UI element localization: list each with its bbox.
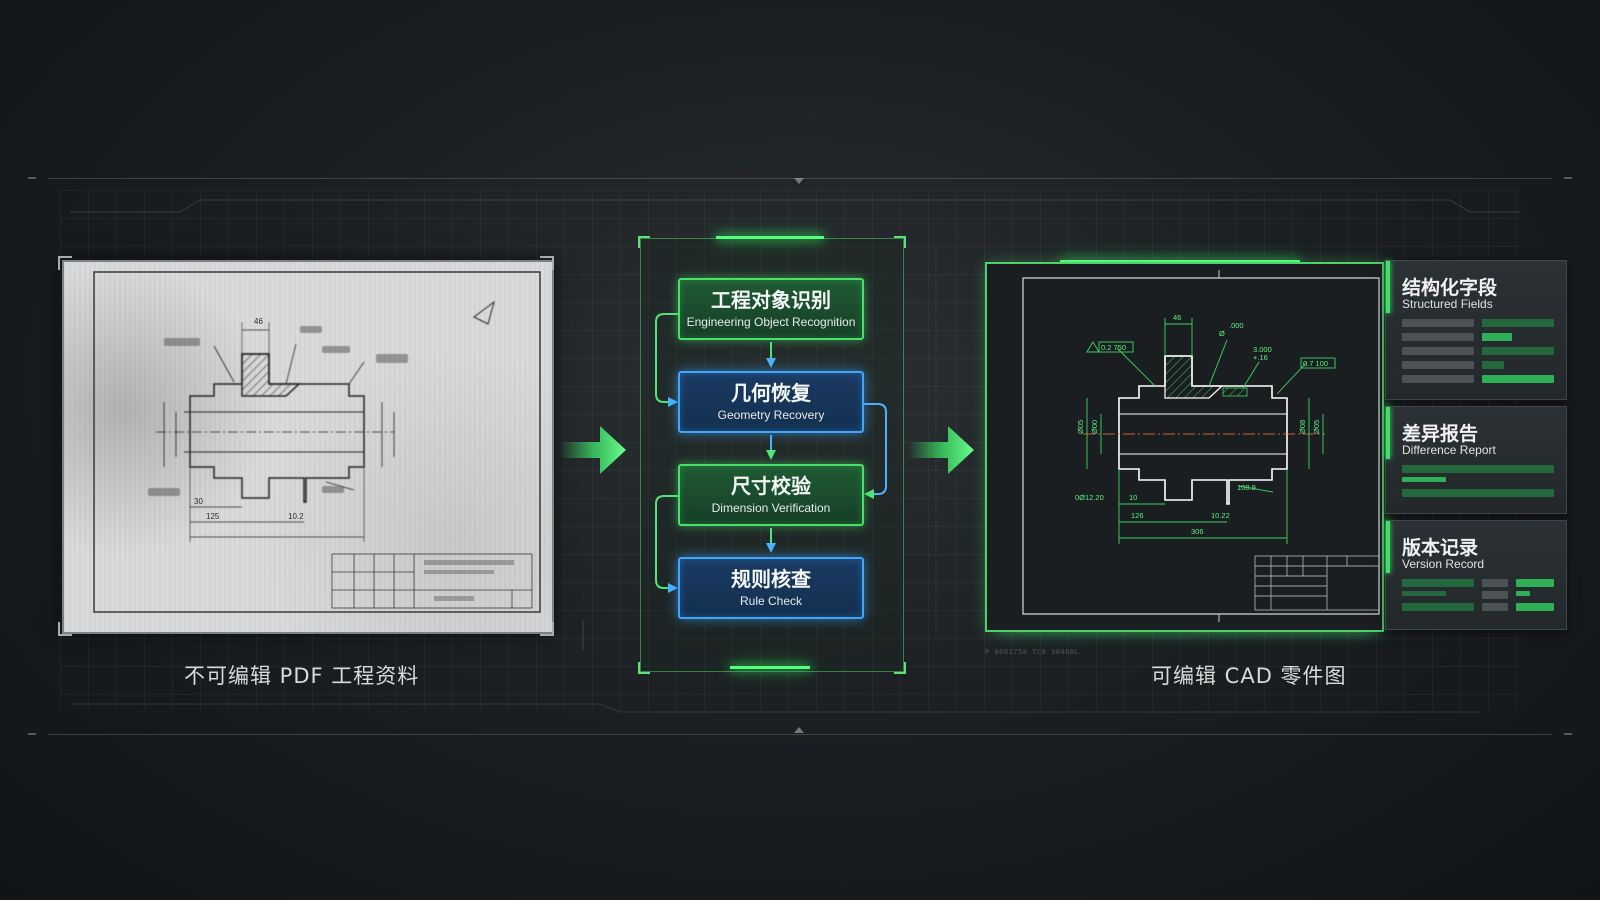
- record-bar: [1482, 579, 1508, 587]
- pdf-dim-label: 30: [194, 497, 203, 506]
- cad-dim-label: 126: [1131, 511, 1144, 520]
- cad-dim-label: 100.9: [1237, 483, 1256, 492]
- field-bar: [1482, 319, 1554, 327]
- step-subtitle: Engineering Object Recognition: [686, 315, 856, 329]
- card-accent: [1386, 261, 1390, 313]
- cad-dim-label: Ø05: [1312, 420, 1321, 434]
- field-bar: [1402, 319, 1474, 327]
- report-bar: [1402, 465, 1554, 473]
- cad-dim-label: Ø00: [1090, 420, 1099, 434]
- panel-corner: [58, 256, 72, 270]
- step-title: 规则核查: [731, 567, 811, 591]
- frame-corner: [894, 236, 906, 248]
- card-subtitle: Difference Report: [1402, 443, 1496, 457]
- cad-dim-label: +.16: [1253, 353, 1268, 362]
- step-geometry-recovery[interactable]: 几何恢复 Geometry Recovery: [678, 371, 864, 433]
- panel-corner: [58, 622, 72, 636]
- cad-dim-label: Ø08: [1298, 420, 1307, 434]
- field-bar: [1402, 375, 1474, 383]
- field-bar: [1402, 347, 1474, 355]
- source-caption: 不可编辑 PDF 工程资料: [184, 664, 420, 688]
- cad-dim-label: 46: [1173, 313, 1181, 322]
- record-bar: [1516, 591, 1530, 596]
- cad-code: P 0001758 TC0 3046BL: [985, 648, 1080, 656]
- bottom-frame-line: [48, 734, 1552, 735]
- frame-marker-up: [794, 727, 804, 733]
- cad-dim-label: Ø05: [1076, 420, 1085, 434]
- pdf-dim-label: 46: [254, 317, 263, 326]
- pdf-dim-label: 10.2: [288, 512, 304, 521]
- pipeline-glow-bottom: [730, 666, 810, 669]
- report-bar: [1402, 477, 1446, 482]
- step-title: 几何恢复: [731, 381, 811, 405]
- card-title: 版本记录: [1402, 537, 1479, 559]
- cad-dim-label: 0.7 100: [1303, 359, 1328, 368]
- cad-dim-label: 0.2 750: [1101, 343, 1126, 352]
- cad-drawing: 46 Ø .000 0.2 750 0.7 100 3.000 +.16 100…: [1022, 270, 1380, 622]
- frame-tick: [28, 733, 36, 735]
- cad-dim-label: .000: [1229, 321, 1244, 330]
- frame-marker-down: [794, 178, 804, 184]
- step-rule-check[interactable]: 规则核查 Rule Check: [678, 557, 864, 619]
- record-bar: [1516, 603, 1554, 611]
- frame-tick: [1564, 177, 1572, 179]
- cad-dim-label: 0Ø12.20: [1075, 493, 1104, 502]
- result-caption: 可编辑 CAD 零件图: [1151, 664, 1347, 688]
- field-bar: [1402, 333, 1474, 341]
- cad-dim-label: 10: [1129, 493, 1137, 502]
- arrow-right-icon: [560, 426, 626, 474]
- scanned-drawing: 46 30 125 10.2: [93, 271, 541, 613]
- card-title: 结构化字段: [1402, 277, 1498, 299]
- card-accent: [1386, 407, 1390, 459]
- card-title: 差异报告: [1402, 423, 1479, 445]
- frame-tick: [28, 177, 36, 179]
- record-bar: [1402, 579, 1474, 587]
- cad-dim-label: 306: [1191, 527, 1204, 536]
- step-subtitle: Dimension Verification: [711, 501, 831, 515]
- step-subtitle: Geometry Recovery: [717, 408, 825, 422]
- field-bar: [1482, 361, 1504, 369]
- field-bar: [1482, 347, 1554, 355]
- output-version-record[interactable]: 版本记录 Version Record: [1385, 520, 1567, 630]
- pdf-drawing-panel: 46 30 125 10.2: [62, 260, 554, 634]
- card-accent: [1386, 521, 1390, 573]
- pdf-dim-label: 125: [206, 512, 220, 521]
- frame-tick: [1564, 733, 1572, 735]
- panel-corner: [540, 256, 554, 270]
- cad-dim-label: 10.22: [1211, 511, 1230, 520]
- output-structured-fields[interactable]: 结构化字段 Structured Fields: [1385, 260, 1567, 400]
- cad-drawing-panel: 46 Ø .000 0.2 750 0.7 100 3.000 +.16 100…: [985, 262, 1384, 632]
- cad-glow-top: [1060, 260, 1300, 262]
- step-dimension-verification[interactable]: 尺寸校验 Dimension Verification: [678, 464, 864, 526]
- cad-dim-label: Ø: [1219, 329, 1225, 338]
- frame-corner: [638, 236, 650, 248]
- card-subtitle: Structured Fields: [1402, 297, 1493, 311]
- field-bar: [1402, 361, 1474, 369]
- record-bar: [1482, 591, 1508, 599]
- arrow-right-icon: [908, 426, 974, 474]
- field-bar: [1482, 375, 1554, 383]
- step-title: 工程对象识别: [711, 288, 831, 312]
- record-bar: [1402, 591, 1446, 596]
- pipeline-glow-top: [716, 236, 824, 239]
- record-bar: [1482, 603, 1508, 611]
- output-difference-report[interactable]: 差异报告 Difference Report: [1385, 406, 1567, 514]
- field-bar: [1482, 333, 1512, 341]
- card-subtitle: Version Record: [1402, 557, 1485, 571]
- frame-corner: [638, 662, 650, 674]
- step-title: 尺寸校验: [731, 474, 811, 498]
- step-object-recognition[interactable]: 工程对象识别 Engineering Object Recognition: [678, 278, 864, 340]
- record-bar: [1516, 579, 1554, 587]
- frame-corner: [894, 662, 906, 674]
- record-bar: [1402, 603, 1474, 611]
- report-bar: [1402, 489, 1554, 497]
- cad-dim-label: 3.000: [1253, 345, 1272, 354]
- step-subtitle: Rule Check: [739, 594, 803, 608]
- panel-corner: [540, 622, 554, 636]
